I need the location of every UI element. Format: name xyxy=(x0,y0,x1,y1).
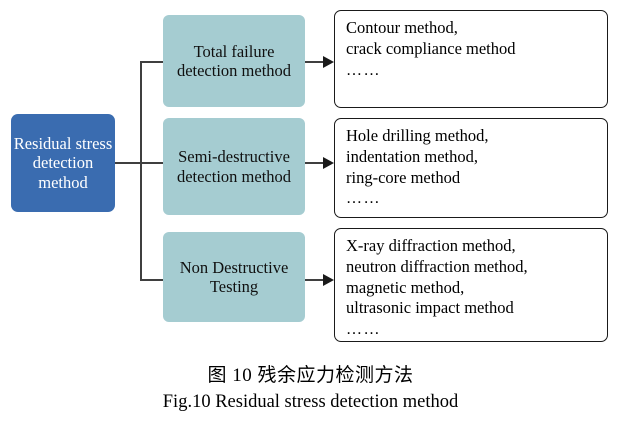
arrow-shaft-semi-destructive xyxy=(305,162,327,164)
detail-ellipsis: …… xyxy=(346,321,381,339)
category-node-total-failure-detection-method: Total failure detection method xyxy=(163,15,305,107)
figure-caption-english: Fig.10 Residual stress detection method xyxy=(162,392,459,412)
detail-line: magnetic method, xyxy=(346,277,465,297)
detail-line: neutron diffraction method, xyxy=(346,256,528,276)
connector-trunk xyxy=(140,62,142,281)
connector-stem xyxy=(115,162,142,164)
root-node-residual-stress-detection-method: Residual stress detection method xyxy=(11,114,115,212)
category-node-label: Non Destructive Testing xyxy=(179,257,289,296)
detail-box-semi-destructive-methods: Hole drilling method, indentation method… xyxy=(334,118,608,218)
connector-branch-non-destructive xyxy=(140,279,164,281)
detail-box-non-destructive-methods: X-ray diffraction method, neutron diffra… xyxy=(334,228,608,342)
detail-line: crack compliance method xyxy=(346,38,516,58)
detail-line: Contour method, xyxy=(346,18,458,37)
detail-line: X-ray diffraction method, xyxy=(346,236,516,255)
connector-branch-semi-destructive xyxy=(140,162,164,164)
detail-ellipsis: …… xyxy=(346,61,381,79)
category-node-semi-destructive-detection-method: Semi-destructive detection method xyxy=(163,118,305,215)
detail-ellipsis: …… xyxy=(346,190,381,208)
detail-line: ultrasonic impact method xyxy=(346,298,514,318)
arrow-head-icon-non-destructive xyxy=(323,274,334,286)
root-node-label: Residual stress detection method xyxy=(13,133,113,192)
detail-line: indentation method, xyxy=(346,146,478,166)
arrow-shaft-non-destructive xyxy=(305,279,327,281)
arrow-shaft-total-failure xyxy=(305,61,327,63)
detail-box-total-failure-methods: Contour method, crack compliance method … xyxy=(334,10,608,108)
connector-branch-total-failure xyxy=(140,61,164,63)
category-node-label: Semi-destructive detection method xyxy=(176,147,292,186)
arrow-head-icon-total-failure xyxy=(323,56,334,68)
arrow-head-icon-semi-destructive xyxy=(323,157,334,169)
figure-caption-chinese: 图 10 残余应力检测方法 xyxy=(207,365,414,386)
category-node-non-destructive-testing: Non Destructive Testing xyxy=(163,232,305,322)
detail-line: ring-core method xyxy=(346,167,461,187)
category-node-label: Total failure detection method xyxy=(176,41,292,80)
detail-line: Hole drilling method, xyxy=(346,126,489,145)
